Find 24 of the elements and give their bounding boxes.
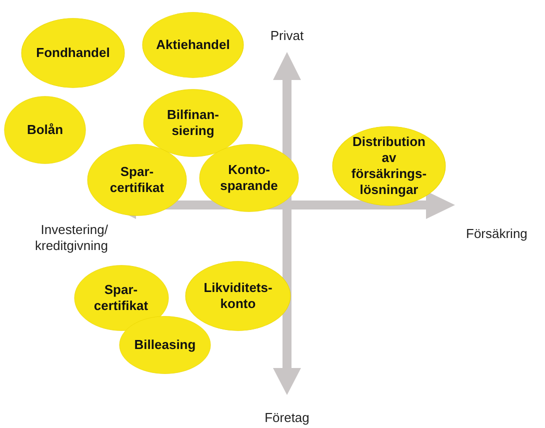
topic-ellipse xyxy=(119,316,211,374)
topic-label: Bilfinan- siering xyxy=(166,107,220,139)
topic-ellipse xyxy=(74,265,168,331)
topic-ellipse xyxy=(142,12,244,78)
topic-ellipse xyxy=(87,144,187,216)
topic-label: Likviditets- konto xyxy=(202,280,274,312)
topic-ellipse xyxy=(4,96,86,164)
topic-label: Fondhandel xyxy=(35,45,111,61)
topic-label: Spar- certifikat xyxy=(108,164,166,196)
topic-label: Distribution av försäkrings- lösningar xyxy=(350,134,428,198)
axis-label: Försäkring xyxy=(466,226,528,242)
topic-ellipse xyxy=(199,144,299,212)
topic-ellipse xyxy=(143,89,243,157)
axis-label: Privat xyxy=(269,28,305,44)
topic-ellipse xyxy=(332,126,446,206)
topic-label: Aktiehandel xyxy=(155,37,231,53)
topic-label: Spar- certifikat xyxy=(92,282,150,314)
topic-label: Konto- sparande xyxy=(219,162,279,194)
topic-label: Billeasing xyxy=(133,337,197,353)
topic-label: Bolån xyxy=(26,122,64,138)
axis-label: Investering/ kreditgivning xyxy=(34,222,108,254)
topic-ellipse xyxy=(185,261,291,331)
topic-ellipse xyxy=(21,18,125,88)
axis-label: Företag xyxy=(264,410,310,426)
